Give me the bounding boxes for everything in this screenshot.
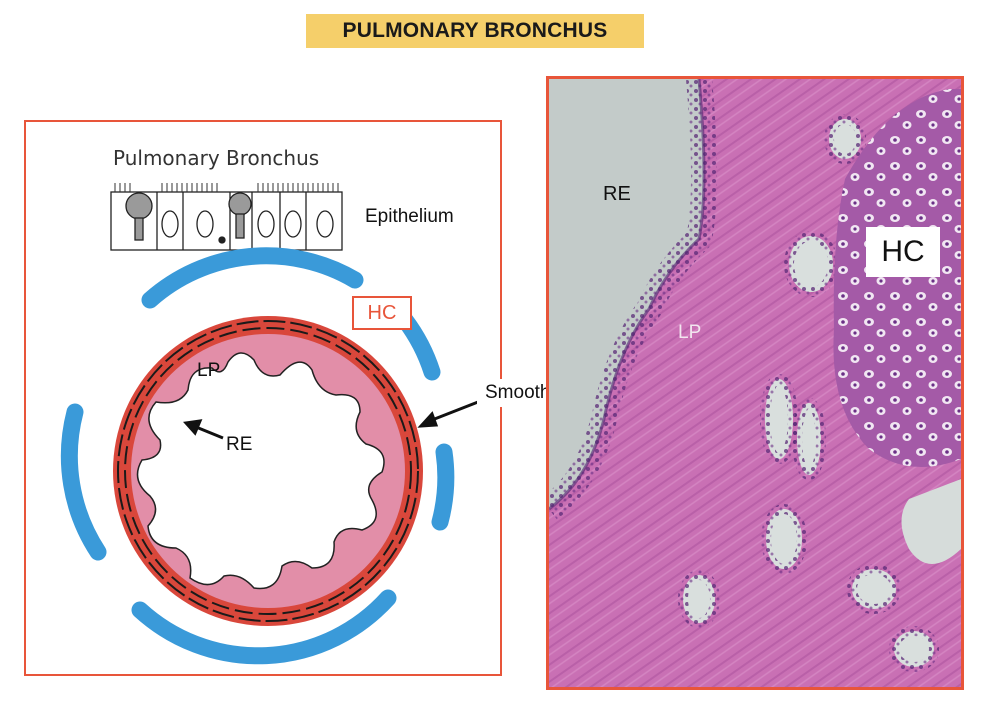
micrograph-panel	[546, 76, 964, 690]
hc-label-box: HC	[352, 296, 412, 330]
diagram-heading: Pulmonary Bronchus	[113, 146, 319, 170]
lp-label: LP	[197, 360, 220, 382]
re-label: RE	[226, 434, 252, 456]
micrograph-image	[549, 79, 961, 687]
epithelium-label: Epithelium	[365, 206, 454, 228]
micrograph-hc-label: HC	[866, 227, 940, 277]
micrograph-re-label: RE	[603, 183, 631, 206]
micrograph-lp-label: LP	[678, 322, 701, 344]
epithelium-drawing	[111, 183, 342, 250]
